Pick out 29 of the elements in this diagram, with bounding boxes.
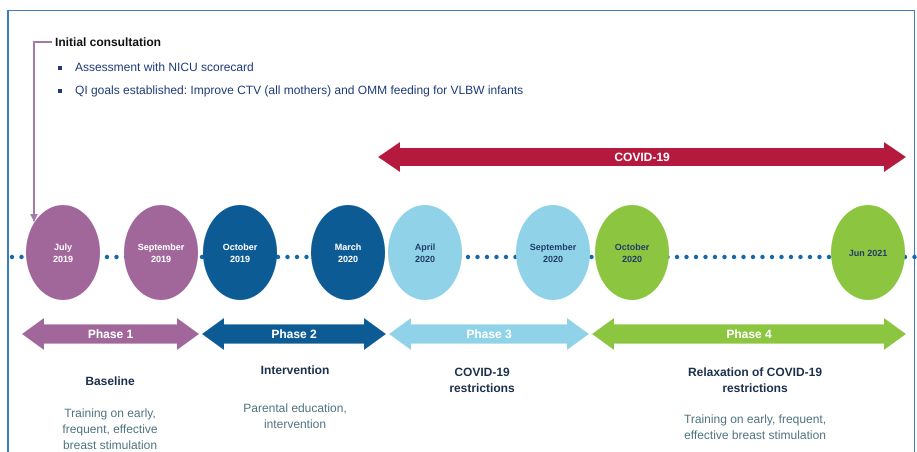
- banner-label: Phase 1: [88, 327, 134, 341]
- leader-arrow: [30, 41, 52, 222]
- heading: Initial consultation: [55, 35, 162, 49]
- phase-description: Training on early, frequent, effective breast stimulation: [682, 411, 828, 443]
- banner-label: Phase 3: [466, 327, 512, 341]
- phase-banner: [22, 318, 199, 350]
- date-label: July 2019: [52, 240, 74, 264]
- phase-banner: [389, 318, 589, 350]
- phase-heading: Baseline: [84, 373, 136, 389]
- phase-heading: Relaxation of COVID-19 restrictions: [686, 364, 824, 396]
- date-label: September 2020: [528, 240, 578, 264]
- phase-heading: COVID-19 restrictions: [448, 364, 516, 396]
- date-label: October 2019: [222, 240, 258, 264]
- banner-label: Phase 4: [726, 327, 772, 341]
- period-banner: [378, 142, 906, 172]
- banner-label: Phase 2: [271, 327, 317, 341]
- date-label: Jun 2021: [848, 246, 888, 258]
- phase-description: Parental education, intervention: [242, 400, 348, 432]
- phase-heading: Intervention: [260, 362, 330, 378]
- date-label: April 2020: [414, 240, 436, 264]
- bullet-item: QI goals established: Improve CTV (all mothers) and OMM feeding for VLBW infants: [75, 83, 524, 97]
- phase-banner: [592, 318, 906, 350]
- date-label: October 2020: [614, 240, 650, 264]
- phase-banner: [202, 318, 386, 350]
- phase-description: Training on early, frequent, effective breast stimulation: [61, 405, 159, 452]
- bullet-item: Assessment with NICU scorecard: [75, 60, 254, 74]
- date-label: September 2019: [136, 240, 186, 264]
- banner-label: COVID-19: [614, 150, 670, 164]
- date-label: March 2020: [334, 240, 362, 264]
